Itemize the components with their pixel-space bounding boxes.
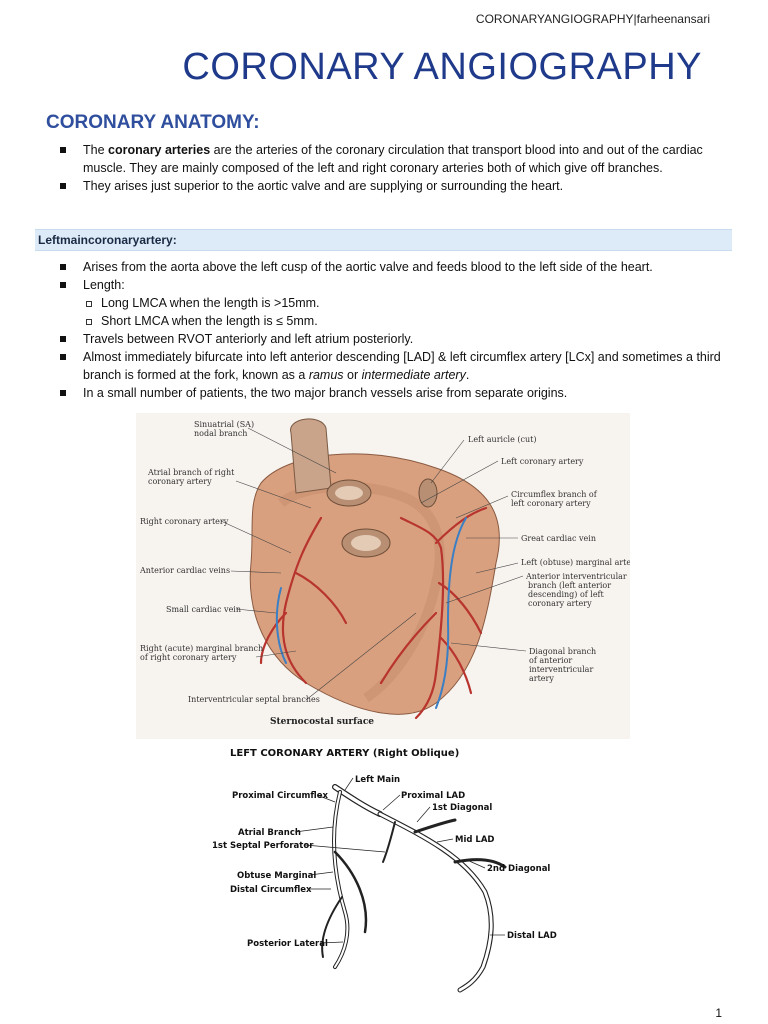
- fig1-label: Right coronary artery: [140, 517, 229, 526]
- subheading-bar: Leftmaincoronaryartery:: [35, 229, 732, 251]
- bold-term: coronary arteries: [108, 143, 211, 157]
- fig2-label: Atrial Branch: [238, 828, 301, 838]
- fig1-label: Small cardiac vein: [166, 605, 241, 614]
- fig2-title: LEFT CORONARY ARTERY (Right Oblique): [230, 748, 459, 759]
- lca-drawing: LEFT CORONARY ARTERY (Right Oblique): [212, 748, 557, 993]
- fig1-label: artery: [529, 674, 554, 683]
- length-sublist: Long LMCA when the length is >15mm. Shor…: [83, 294, 728, 330]
- fig2-label: Posterior Lateral: [247, 939, 328, 949]
- list-item: Arises from the aorta above the left cus…: [60, 258, 728, 276]
- list-item: Travels between RVOT anteriorly and left…: [60, 330, 728, 348]
- fig2-label: Distal Circumflex: [230, 885, 312, 895]
- fig1-label: coronary artery: [528, 599, 592, 608]
- fig1-label: Diagonal branch: [529, 647, 596, 656]
- page-title: CORONARY ANGIOGRAPHY: [182, 46, 702, 88]
- list-item: The coronary arteries are the arteries o…: [60, 141, 728, 177]
- fig1-label: Right (acute) marginal branch: [140, 644, 263, 653]
- fig1-label: Sinuatrial (SA): [194, 420, 254, 429]
- fig2-label: 1st Septal Perforator: [212, 841, 314, 851]
- fig2-label: Left Main: [355, 775, 400, 785]
- list-item: In a small number of patients, the two m…: [60, 384, 728, 402]
- list-item: Length: Long LMCA when the length is >15…: [60, 276, 728, 330]
- fig2-label: 2nd Diagonal: [487, 864, 550, 874]
- fig1-label: Left coronary artery: [501, 457, 584, 466]
- fig2-label: Mid LAD: [455, 835, 494, 845]
- list-item: Almost immediately bifurcate into left a…: [60, 348, 728, 384]
- fig1-label: coronary artery: [148, 477, 212, 486]
- left-coronary-diagram: LEFT CORONARY ARTERY (Right Oblique): [205, 742, 575, 994]
- anatomy-bullet-list: The coronary arteries are the arteries o…: [60, 141, 728, 195]
- fig2-label: Proximal Circumflex: [232, 791, 328, 801]
- fig1-caption: Sternocostal surface: [270, 717, 374, 727]
- list-item: They arises just superior to the aortic …: [60, 177, 728, 195]
- fig1-label: descending) of left: [528, 590, 605, 599]
- fig2-label: 1st Diagonal: [432, 803, 492, 813]
- fig1-label: of right coronary artery: [140, 653, 237, 662]
- fig2-label: Proximal LAD: [401, 791, 465, 801]
- section-heading-anatomy: CORONARY ANATOMY:: [46, 112, 260, 133]
- fig1-label: left coronary artery: [511, 499, 591, 508]
- fig1-label: nodal branch: [194, 429, 247, 438]
- heart-illustration: Sinuatrial (SA) nodal branch Atrial bran…: [139, 418, 640, 727]
- sub-list-item: Short LMCA when the length is ≤ 5mm.: [83, 312, 728, 330]
- fig1-label: Anterior cardiac veins: [139, 566, 230, 575]
- fig1-label: Left auricle (cut): [468, 435, 536, 444]
- sub-list-item: Long LMCA when the length is >15mm.: [83, 294, 728, 312]
- fig1-label: branch (left anterior: [528, 581, 611, 590]
- fig1-label: Anterior interventricular: [525, 572, 627, 581]
- fig2-label: Obtuse Marginal: [237, 871, 316, 881]
- fig2-label: Distal LAD: [507, 931, 557, 941]
- fig1-label: Atrial branch of right: [147, 468, 235, 477]
- left-main-bullet-list: Arises from the aorta above the left cus…: [60, 258, 728, 402]
- fig1-label: interventricular: [529, 665, 593, 674]
- section-heading-left-main: Leftmaincoronaryartery:: [38, 233, 177, 247]
- heart-anatomy-figure: Sinuatrial (SA) nodal branch Atrial bran…: [136, 413, 640, 739]
- fig1-label: Left (obtuse) marginal artery: [521, 558, 630, 567]
- fig1-label: Interventricular septal branches: [188, 695, 320, 704]
- page-number: 1: [715, 1006, 722, 1020]
- running-header: CORONARYANGIOGRAPHY|farheenansari: [475, 12, 710, 26]
- fig1-label: Circumflex branch of: [511, 490, 598, 499]
- fig1-label: Great cardiac vein: [521, 534, 596, 543]
- fig1-label: of anterior: [529, 656, 572, 665]
